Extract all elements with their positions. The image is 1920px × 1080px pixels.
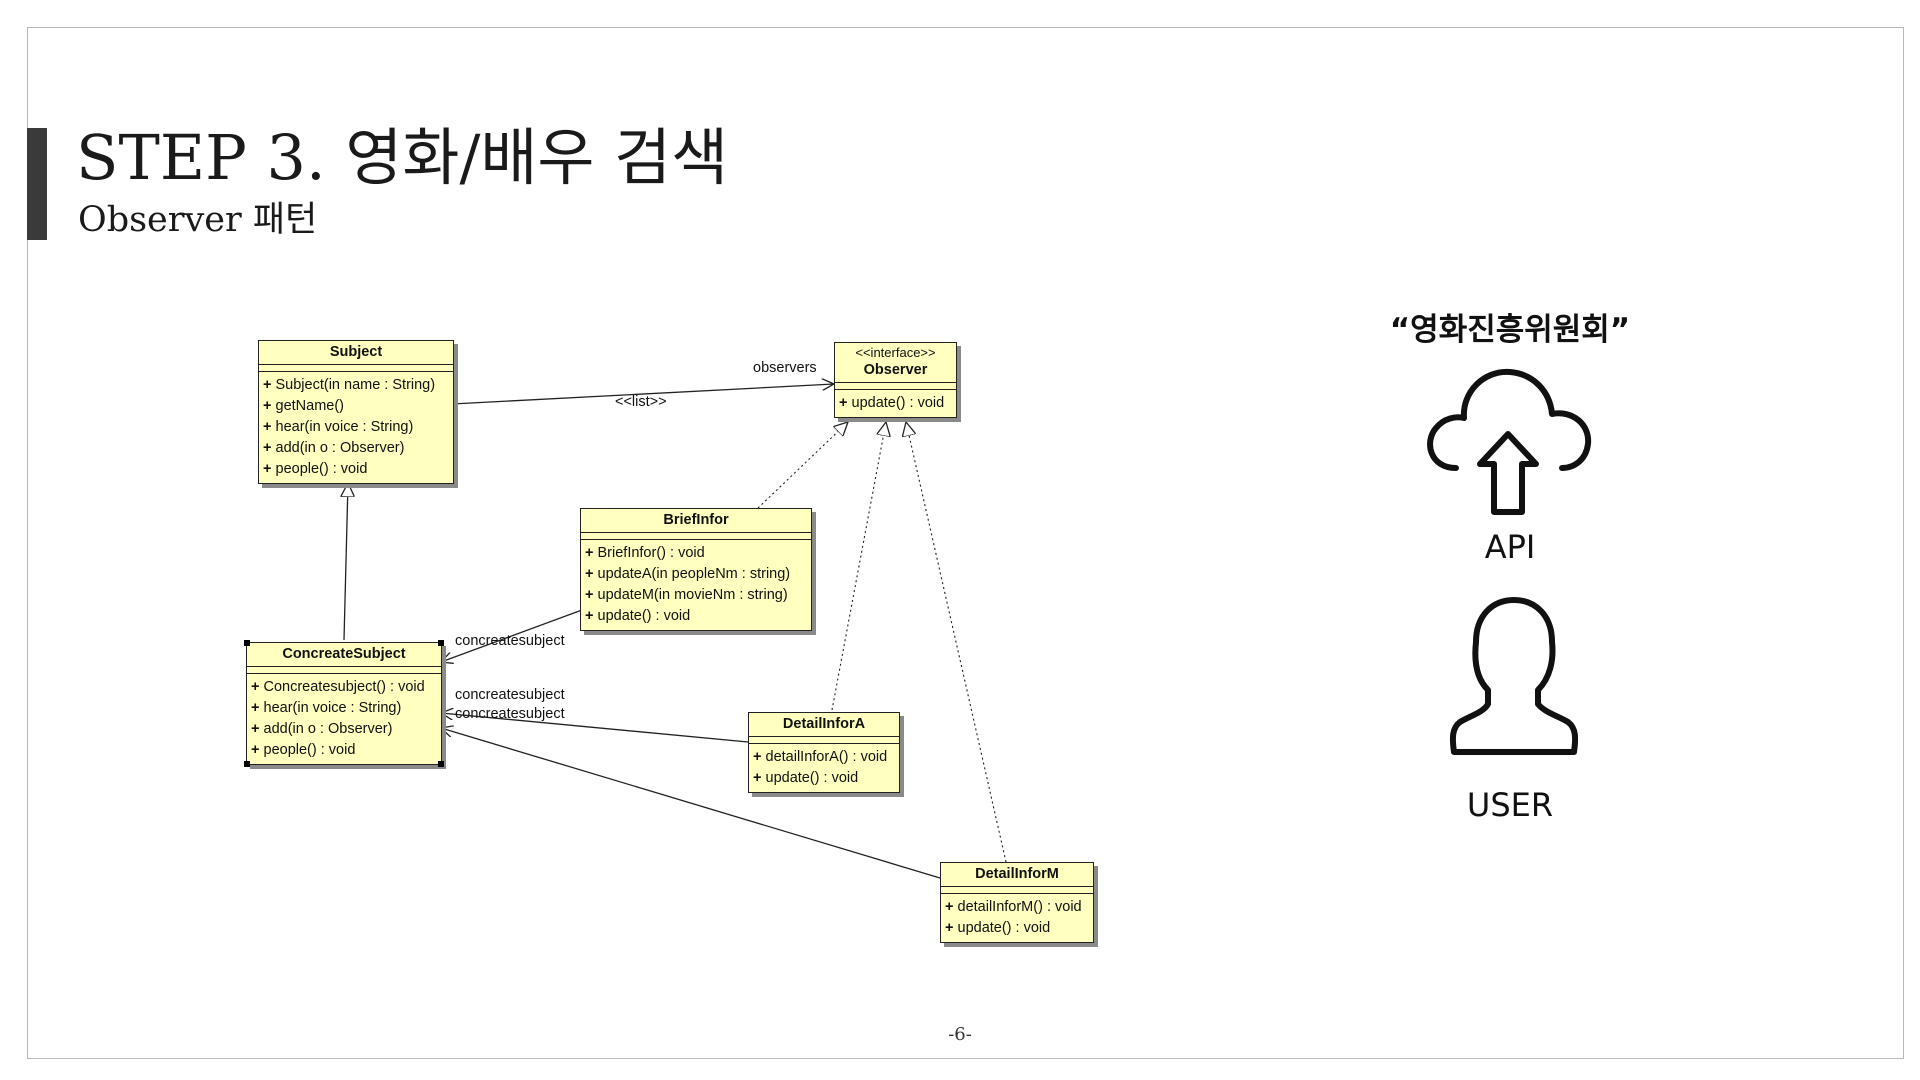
user-icon	[1449, 597, 1578, 755]
class-observer: <<interface>> Observer update() : void	[834, 342, 957, 418]
class-name: DetailInforM	[975, 866, 1059, 882]
class-name: Subject	[329, 344, 383, 360]
role-label-concreatesubject: concreatesubject	[455, 687, 565, 703]
operation: updateM(in movieNm : string)	[585, 585, 807, 606]
attributes-compartment	[247, 667, 441, 674]
operation: Concreatesubject() : void	[251, 677, 437, 698]
operations-compartment: detailInforA() : void update() : void	[749, 744, 899, 792]
operation: BriefInfor() : void	[585, 543, 807, 564]
class-subject: Subject Subject(in name : String) getNam…	[258, 340, 454, 484]
generalization-concretesubject-subject	[344, 483, 348, 641]
operation: people() : void	[251, 740, 437, 761]
api-label: API	[1484, 528, 1536, 566]
attributes-compartment	[749, 737, 899, 744]
operation: getName()	[263, 396, 449, 417]
operations-compartment: update() : void	[835, 390, 956, 417]
attributes-compartment	[941, 887, 1093, 894]
cloud-upload-icon	[1427, 368, 1592, 515]
operation: Subject(in name : String)	[263, 375, 449, 396]
class-name: ConcreateSubject	[282, 646, 406, 662]
operation: detailInforA() : void	[753, 747, 895, 768]
association-detailinform-concretesubject	[441, 728, 941, 879]
operation: add(in o : Observer)	[263, 438, 449, 459]
realization-briefinfor-observer	[757, 422, 848, 509]
operation: hear(in voice : String)	[263, 417, 449, 438]
role-label-concreatesubject: concreatesubject	[455, 633, 565, 649]
attributes-compartment	[835, 383, 956, 390]
operation: update() : void	[839, 393, 952, 414]
association-subject-observer	[451, 384, 834, 405]
realization-detailinfora-observer	[831, 422, 886, 711]
title-accent-bar	[27, 128, 47, 240]
attributes-compartment	[259, 365, 453, 372]
stereotype-label-list: <<list>>	[615, 394, 667, 410]
page-number: -6-	[948, 1024, 972, 1045]
operation: people() : void	[263, 459, 449, 480]
realization-detailinform-observer	[906, 422, 1007, 863]
agency-name: “영화진흥위원회”	[1389, 312, 1631, 348]
class-name: Observer	[863, 362, 928, 378]
operation: detailInforM() : void	[945, 897, 1089, 918]
attributes-compartment	[581, 533, 811, 540]
association-detailinfora-concretesubject	[441, 713, 749, 743]
class-detailinform: DetailInforM detailInforM() : void updat…	[940, 862, 1094, 943]
role-label-observers: observers	[753, 360, 817, 376]
operations-compartment: Concreatesubject() : void hear(in voice …	[247, 674, 441, 764]
operation: update() : void	[753, 768, 895, 789]
class-name: DetailInforA	[782, 716, 866, 732]
stereotype-label: <<interface>>	[855, 345, 936, 360]
slide-subtitle: Observer 패턴	[78, 200, 318, 240]
role-label-concreatesubject: concreatesubject	[455, 706, 565, 722]
operation: update() : void	[585, 606, 807, 627]
class-name: BriefInfor	[663, 512, 729, 528]
operation: add(in o : Observer)	[251, 719, 437, 740]
association-briefinfor-concretesubject	[441, 609, 583, 662]
class-detailinfora: DetailInforA detailInforA() : void updat…	[748, 712, 900, 793]
class-briefinfor: BriefInfor BriefInfor() : void updateA(i…	[580, 508, 812, 631]
slide-title: STEP 3. 영화/배우 검색	[76, 121, 729, 194]
operations-compartment: Subject(in name : String) getName() hear…	[259, 372, 453, 483]
operation: hear(in voice : String)	[251, 698, 437, 719]
user-label: USER	[1466, 786, 1554, 824]
operations-compartment: detailInforM() : void update() : void	[941, 894, 1093, 942]
operation: update() : void	[945, 918, 1089, 939]
selection-handle	[244, 640, 250, 646]
selection-handle	[438, 640, 444, 646]
operation: updateA(in peopleNm : string)	[585, 564, 807, 585]
operations-compartment: BriefInfor() : void updateA(in peopleNm …	[581, 540, 811, 630]
selection-handle	[438, 761, 444, 767]
selection-handle	[244, 761, 250, 767]
class-concretesubject: ConcreateSubject Concreatesubject() : vo…	[244, 640, 444, 767]
